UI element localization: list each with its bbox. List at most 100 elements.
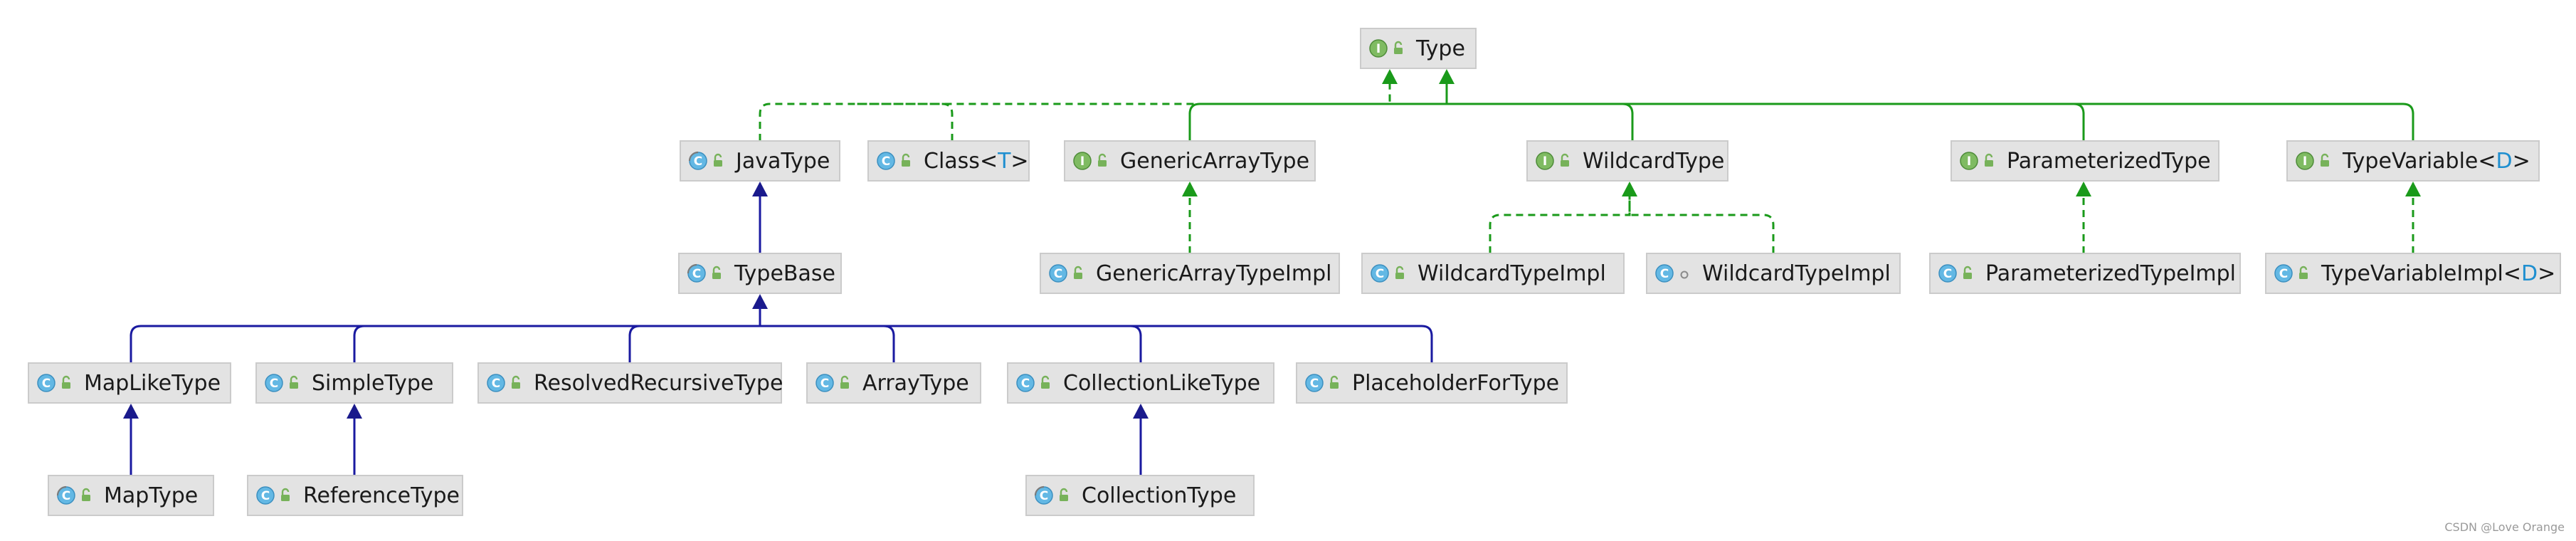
node-box: [678, 253, 842, 294]
node-label: CollectionLikeType: [1063, 371, 1260, 396]
class-icon: [256, 486, 275, 505]
node-label: JavaType: [734, 149, 830, 174]
edge-wildcardtypeimpl1-to-wildcardtype: [1489, 194, 1631, 253]
icon-letter: I: [1376, 42, 1381, 56]
interface-icon: [1536, 152, 1554, 170]
edge-maplike-to-typebase: [130, 306, 761, 363]
class-icon: [1655, 264, 1674, 283]
icon-letter: I: [1543, 154, 1547, 169]
lock-icon: [714, 153, 722, 167]
lock-icon: [512, 375, 520, 389]
node-typevariableimpl[interactable]: C TypeVariableImpl<D>: [2265, 253, 2561, 294]
node-box: [1951, 140, 2219, 182]
lock-icon: [1561, 153, 1569, 167]
arrowhead-wildcardtype: [1622, 182, 1637, 196]
node-label: TypeBase: [734, 261, 835, 286]
node-box: [1361, 253, 1625, 294]
node-label: WildcardType: [1583, 149, 1724, 174]
interface-icon: [1369, 39, 1388, 58]
node-label: TypeVariable<D>: [2342, 149, 2530, 174]
node-box: [1296, 362, 1568, 404]
node-wildcardtype[interactable]: I WildcardType: [1526, 140, 1728, 182]
node-label: SimpleType: [312, 371, 433, 396]
edge-class-to-type: [856, 81, 1391, 141]
arrowhead-collectionlike: [1133, 404, 1149, 419]
node-maptype[interactable]: C MapType: [48, 475, 214, 516]
arrowhead-parameterizedtype: [2076, 182, 2091, 196]
node-label: MapLikeType: [84, 371, 221, 396]
icon-letter: C: [1040, 489, 1048, 503]
arrowhead-type: [1439, 69, 1455, 84]
edge-placeholder-to-typebase: [759, 306, 1433, 363]
node-label: ResolvedRecursiveType: [534, 371, 783, 396]
watermark-text: CSDN @Love Orange: [2444, 520, 2565, 534]
icon-letter: I: [1967, 154, 1971, 169]
abstract-marker-icon: [687, 263, 697, 274]
icon-letter: C: [1310, 377, 1319, 391]
icon-letter: C: [62, 489, 70, 503]
lock-icon: [290, 375, 298, 389]
icon-letter: C: [1943, 267, 1952, 281]
lock-icon: [902, 153, 910, 167]
edge-javatype-to-type: [759, 81, 1391, 141]
node-box: [477, 362, 782, 404]
icon-letter: C: [2279, 267, 2288, 281]
edges-layer: [123, 69, 2421, 476]
arrowhead-genericarraytype: [1182, 182, 1198, 196]
icon-letter: C: [1660, 267, 1669, 281]
class-icon: [487, 374, 505, 392]
abstract-marker-icon: [688, 151, 699, 162]
arrowhead-typevariable: [2405, 182, 2421, 196]
node-box: [2265, 253, 2561, 294]
edge-arraytype-to-typebase: [759, 306, 895, 363]
node-javatype[interactable]: C JavaType: [680, 140, 840, 182]
arrowhead-type: [1382, 69, 1398, 84]
abstract-marker-icon: [1034, 485, 1045, 496]
arrowhead-simpletype: [347, 404, 362, 419]
icon-letter: C: [692, 267, 701, 281]
icon-letter: C: [1376, 267, 1384, 281]
class-icon: [1049, 264, 1067, 283]
class-icon: [2274, 264, 2293, 283]
lock-icon: [1098, 153, 1107, 167]
lock-icon: [2299, 266, 2308, 279]
icon-letter: C: [261, 489, 270, 503]
arrowhead-typebase: [752, 294, 768, 309]
lock-icon: [840, 375, 849, 389]
node-typebase[interactable]: C TypeBase: [678, 253, 842, 294]
edge-resolvedrecursive-to-typebase: [628, 306, 761, 363]
lock-icon: [281, 488, 290, 501]
node-box: [48, 475, 214, 516]
abstract-marker-icon: [56, 485, 67, 496]
node-box: [1526, 140, 1728, 182]
lock-icon: [1394, 41, 1403, 54]
icon-letter: C: [882, 154, 890, 169]
icon-letter: C: [694, 154, 702, 169]
icon-letter: C: [1054, 267, 1062, 281]
node-label: MapType: [104, 483, 198, 508]
class-icon: [1371, 264, 1389, 283]
node-label: TypeVariableImpl<D>: [2321, 261, 2555, 286]
edge-wildcardtypeimpl2-to-wildcardtype: [1628, 194, 1775, 253]
node-box: [1040, 253, 1340, 294]
class-icon: [265, 374, 283, 392]
